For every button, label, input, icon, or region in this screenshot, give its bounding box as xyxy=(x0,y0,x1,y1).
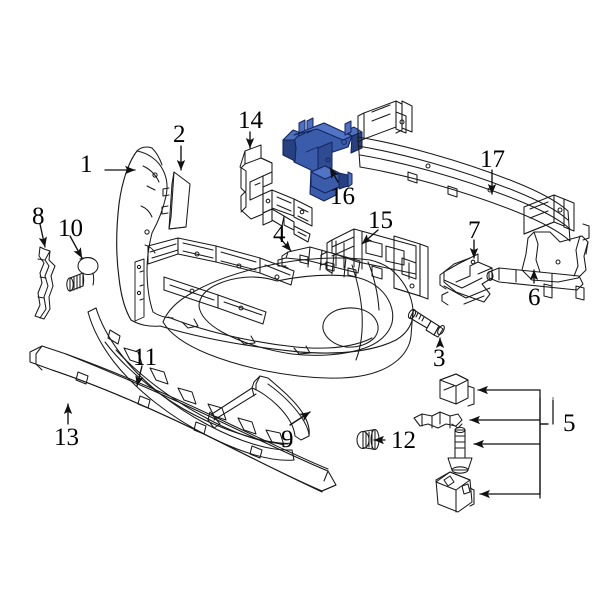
callout-12: 12 xyxy=(391,427,416,454)
callout-16: 16 xyxy=(330,183,355,210)
callout-1: 1 xyxy=(80,151,93,178)
callout-11: 11 xyxy=(133,344,158,371)
part-3-bolt xyxy=(407,308,445,338)
part-2-side-filler-wedge xyxy=(161,171,191,230)
callout-6: 6 xyxy=(528,284,541,311)
part-6-lower-air-deflector-right xyxy=(486,223,590,301)
callout-7: 7 xyxy=(468,217,481,244)
part-5-hardware-group xyxy=(413,373,475,513)
part-16-impact-bar-mount-bracket-highlighted xyxy=(282,117,363,202)
part-7-fog-lamp-bracket xyxy=(439,253,493,306)
part-15-upper-support-bracket xyxy=(320,228,429,300)
callout-9: 9 xyxy=(281,426,294,453)
callout-8: 8 xyxy=(32,203,45,230)
callout-10: 10 xyxy=(58,215,83,242)
callout-13: 13 xyxy=(54,424,79,451)
callout-3: 3 xyxy=(433,345,446,372)
part-8-side-seal-strip xyxy=(34,246,56,320)
callout-5: 5 xyxy=(563,410,576,437)
callout-14: 14 xyxy=(238,107,263,134)
part-10-screw-grommet xyxy=(66,256,99,292)
part-main-bumper-cover xyxy=(147,237,414,379)
callout-15: 15 xyxy=(368,207,393,234)
part-4-lower-reinforcement-rail xyxy=(277,246,361,278)
part-1-bumper-side-bracket xyxy=(116,146,174,327)
part-17-impact-bar-reinforcement-beam xyxy=(357,100,575,242)
callout-4: 4 xyxy=(273,221,286,248)
callout-17: 17 xyxy=(480,146,505,173)
callout-2: 2 xyxy=(173,121,186,148)
part-13-lower-valance-spoiler xyxy=(29,345,337,493)
part-9-lower-corner-moulding xyxy=(207,375,310,441)
part-14-headlamp-mount-bracket xyxy=(239,144,313,243)
part-11-lower-grille-frame xyxy=(87,307,295,461)
